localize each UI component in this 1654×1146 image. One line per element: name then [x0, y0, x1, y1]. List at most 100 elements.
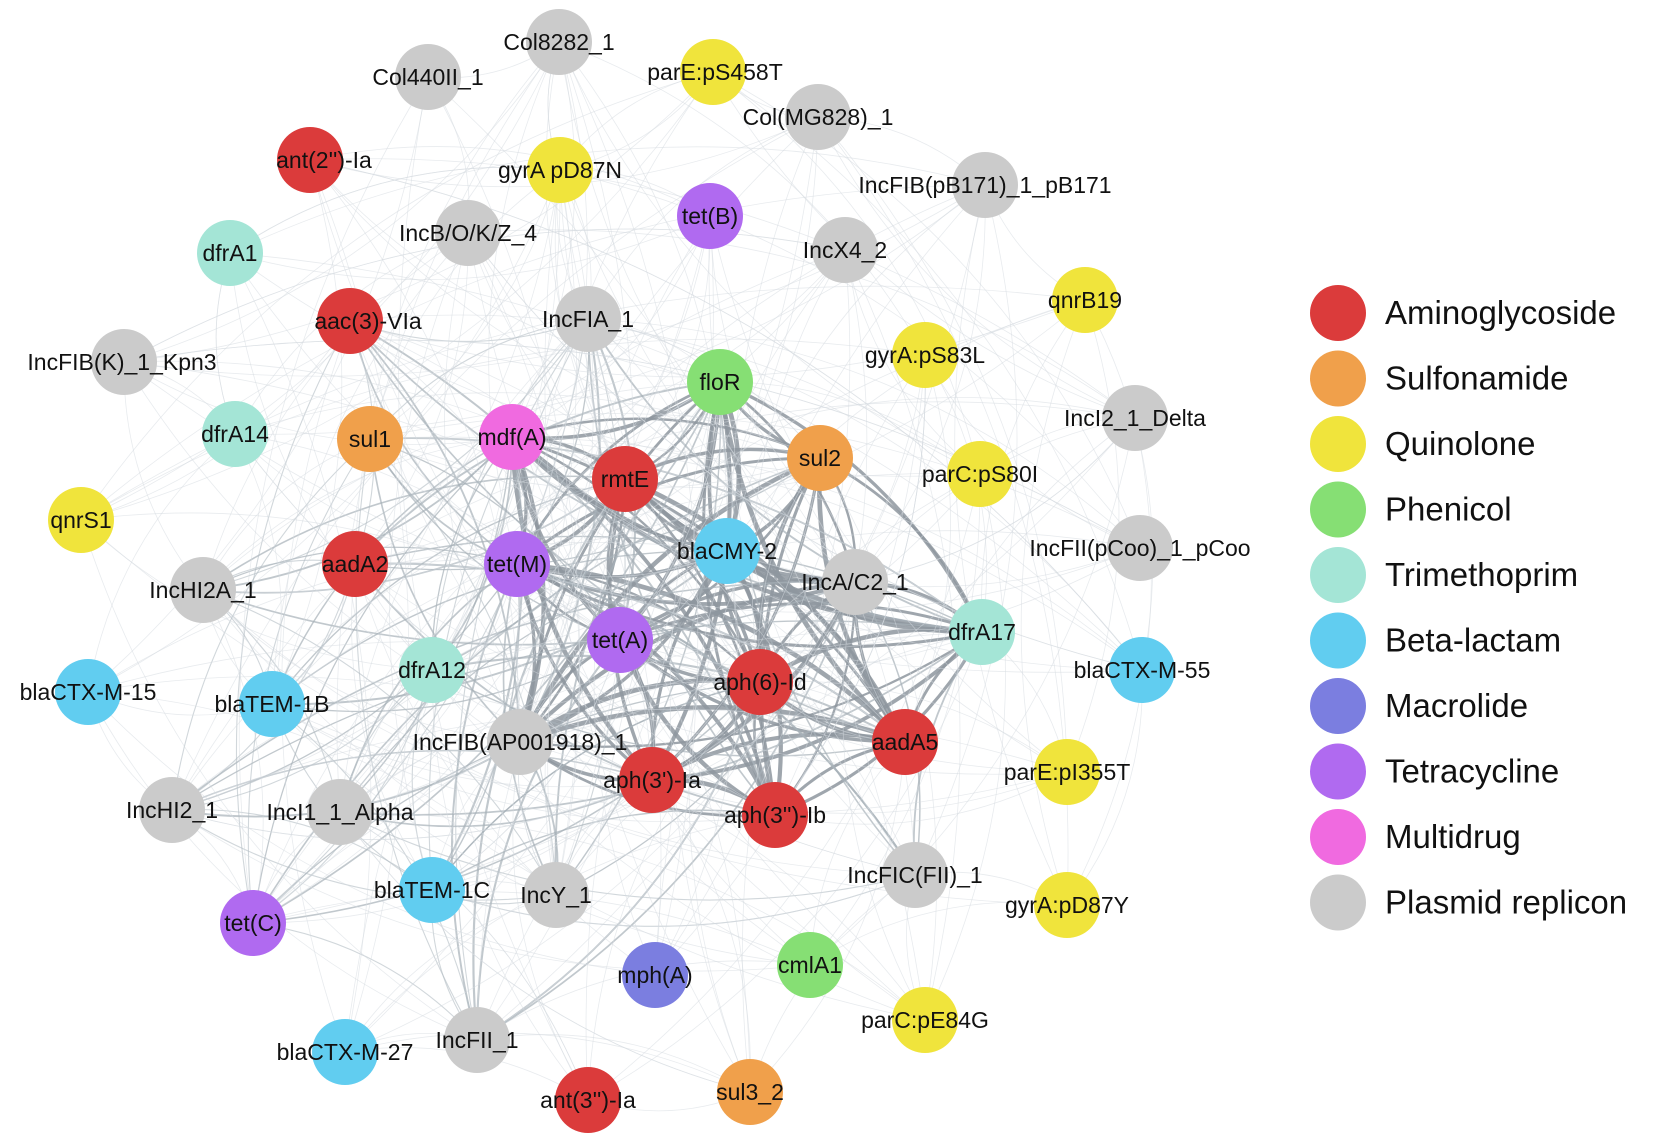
legend-swatch: [1310, 874, 1366, 931]
edge-aac-3-via-aph-3-ia: [349, 320, 653, 781]
node-circle: [444, 1007, 510, 1073]
node-dfra12[interactable]: dfrA12: [398, 637, 466, 703]
node-inci1-1-alpha[interactable]: IncI1_1_Alpha: [266, 779, 414, 845]
node-pare-pi355t[interactable]: parE:pI355T: [1004, 739, 1131, 805]
node-incfib-pb171-1-pb171[interactable]: IncFIB(pB171)_1_pB171: [858, 152, 1112, 218]
edge-cmla1-blatem-1b: [271, 703, 811, 966]
node-gyra-pd87n[interactable]: gyrA pD87N: [498, 137, 622, 203]
node-incfia-1[interactable]: IncFIA_1: [542, 286, 634, 352]
node-aac-3-via[interactable]: aac(3)-VIa: [314, 288, 422, 354]
node-label: Col(MG828)_1: [743, 104, 894, 130]
node-circle: [892, 322, 958, 388]
node-qnrs1[interactable]: qnrS1: [48, 487, 114, 553]
node-label: gyrA:pD87Y: [1005, 892, 1129, 918]
node-incfic-fii-1[interactable]: IncFIC(FII)_1: [847, 842, 983, 908]
edge-dfra12-incfia-1: [431, 318, 589, 671]
node-gyra-ps83l[interactable]: gyrA:pS83L: [865, 322, 985, 388]
node-inci2-1-delta[interactable]: IncI2_1_Delta: [1064, 385, 1206, 451]
node-dfra17[interactable]: dfrA17: [948, 599, 1016, 665]
node-blactx-m-27[interactable]: blaCTX-M-27: [277, 1019, 414, 1085]
node-incfib-ap001918-1[interactable]: IncFIB(AP001918)_1: [413, 709, 628, 775]
node-circle: [1102, 385, 1168, 451]
node-label: parE:pS458T: [647, 59, 783, 85]
node-tet-a[interactable]: tet(A): [587, 607, 653, 673]
node-inchi2a-1[interactable]: IncHI2A_1: [149, 557, 257, 623]
edge-dfra12-flor: [431, 381, 721, 671]
node-inca-c2-1[interactable]: IncA/C2_1: [801, 549, 909, 615]
node-label: sul3_2: [716, 1079, 784, 1105]
node-incx4-2[interactable]: IncX4_2: [803, 217, 887, 283]
edge-flor-dfra17: [719, 380, 984, 633]
edge-incy-1-incb-o-k-z-4: [467, 232, 581, 896]
edge-incfii-1-qnrs1: [80, 519, 478, 1041]
node-circle: [55, 659, 121, 725]
node-pare-ps458t[interactable]: parE:pS458T: [647, 39, 783, 105]
edge-inchi2a-1-inca-c2-1: [202, 581, 856, 646]
legend-label: Plasmid replicon: [1385, 884, 1627, 921]
node-parc-ps80i[interactable]: parC:pS80I: [922, 441, 1038, 507]
node-label: blaTEM-1C: [374, 877, 490, 903]
node-blactx-m-55[interactable]: blaCTX-M-55: [1074, 637, 1211, 703]
node-inchi2-1[interactable]: IncHI2_1: [126, 777, 218, 843]
node-label: aph(6)-Id: [713, 669, 806, 695]
node-aph-3-ib[interactable]: aph(3'')-Ib: [724, 782, 826, 848]
node-ant-3-ia[interactable]: ant(3'')-Ia: [540, 1067, 636, 1133]
node-circle: [694, 518, 760, 584]
node-aada2[interactable]: aadA2: [322, 531, 389, 597]
node-mdf-a[interactable]: mdf(A): [478, 404, 547, 470]
node-parc-pe84g[interactable]: parC:pE84G: [861, 987, 989, 1053]
node-aada5[interactable]: aadA5: [872, 709, 939, 775]
node-label: tet(M): [487, 551, 547, 577]
node-sul2[interactable]: sul2: [787, 425, 853, 491]
node-incb-o-k-z-4[interactable]: IncB/O/K/Z_4: [399, 200, 537, 266]
node-sul1[interactable]: sul1: [337, 406, 403, 472]
edge-sul1-incfia-1: [369, 318, 589, 440]
edge-col440ii-1-incy-1: [427, 76, 580, 896]
edge-aada5-tet-m: [516, 563, 906, 743]
edge-aph-6-id-gyra-pd87n: [559, 169, 761, 683]
node-cmla1[interactable]: cmlA1: [777, 932, 843, 998]
node-qnrb19[interactable]: qnrB19: [1048, 267, 1122, 333]
node-blacmy-2[interactable]: blaCMY-2: [677, 518, 777, 584]
node-mph-a[interactable]: mph(A): [617, 942, 693, 1008]
node-dfra14[interactable]: dfrA14: [201, 401, 269, 467]
node-rmte[interactable]: rmtE: [592, 446, 658, 512]
node-incy-1[interactable]: IncY_1: [520, 862, 592, 928]
node-label: mdf(A): [478, 424, 547, 450]
node-circle: [742, 782, 808, 848]
edge-inchi2-1-cmla1: [171, 809, 811, 972]
node-col8282-1[interactable]: Col8282_1: [503, 9, 615, 75]
node-ant-2-ia[interactable]: ant(2'')-Ia: [276, 127, 372, 193]
edge-incy-1-flor: [555, 381, 722, 896]
node-sul3-2[interactable]: sul3_2: [716, 1059, 784, 1125]
node-tet-m[interactable]: tet(M): [484, 531, 550, 597]
node-aph-6-id[interactable]: aph(6)-Id: [713, 649, 807, 715]
edge-blactx-m-15-col440ii-1: [87, 76, 429, 693]
node-aph-3-ia[interactable]: aph(3')-Ia: [603, 747, 701, 813]
node-label: blaTEM-1B: [214, 691, 329, 717]
node-tet-b[interactable]: tet(B): [677, 183, 743, 249]
node-circle: [555, 286, 621, 352]
node-incfii-pcoo-1-pcoo[interactable]: IncFII(pCoo)_1_pCoo: [1029, 515, 1251, 581]
legend-swatch: [1310, 612, 1366, 669]
node-circle: [317, 288, 383, 354]
edge-inci1-1-alpha-mdf-a: [339, 436, 513, 813]
node-label: aph(3')-Ia: [603, 767, 701, 793]
node-blatem-1b[interactable]: blaTEM-1B: [214, 671, 330, 737]
edge-blatem-1b-gyra-pd87n: [271, 169, 561, 705]
node-blactx-m-15[interactable]: blaCTX-M-15: [20, 659, 157, 725]
node-dfra1[interactable]: dfrA1: [197, 220, 263, 286]
node-incfii-1[interactable]: IncFII_1: [435, 1007, 519, 1073]
node-incfib-k-1-kpn3[interactable]: IncFIB(K)_1_Kpn3: [27, 329, 217, 395]
node-tet-c[interactable]: tet(C): [220, 890, 286, 956]
node-col440ii-1[interactable]: Col440II_1: [372, 44, 484, 110]
edge-incfii-pcoo-1-pcoo-tet-m: [516, 547, 1141, 613]
node-blatem-1c[interactable]: blaTEM-1C: [374, 857, 490, 923]
node-gyra-pd87y[interactable]: gyrA:pD87Y: [1005, 872, 1129, 938]
node-circle: [487, 709, 553, 775]
edge-parc-ps80i-blatem-1b: [271, 473, 981, 705]
edge-incfib-k-1-kpn3-pare-ps458t: [123, 71, 714, 363]
node-circle: [312, 1019, 378, 1085]
node-flor[interactable]: floR: [687, 349, 753, 415]
node-col-mg828-1[interactable]: Col(MG828)_1: [743, 84, 894, 150]
